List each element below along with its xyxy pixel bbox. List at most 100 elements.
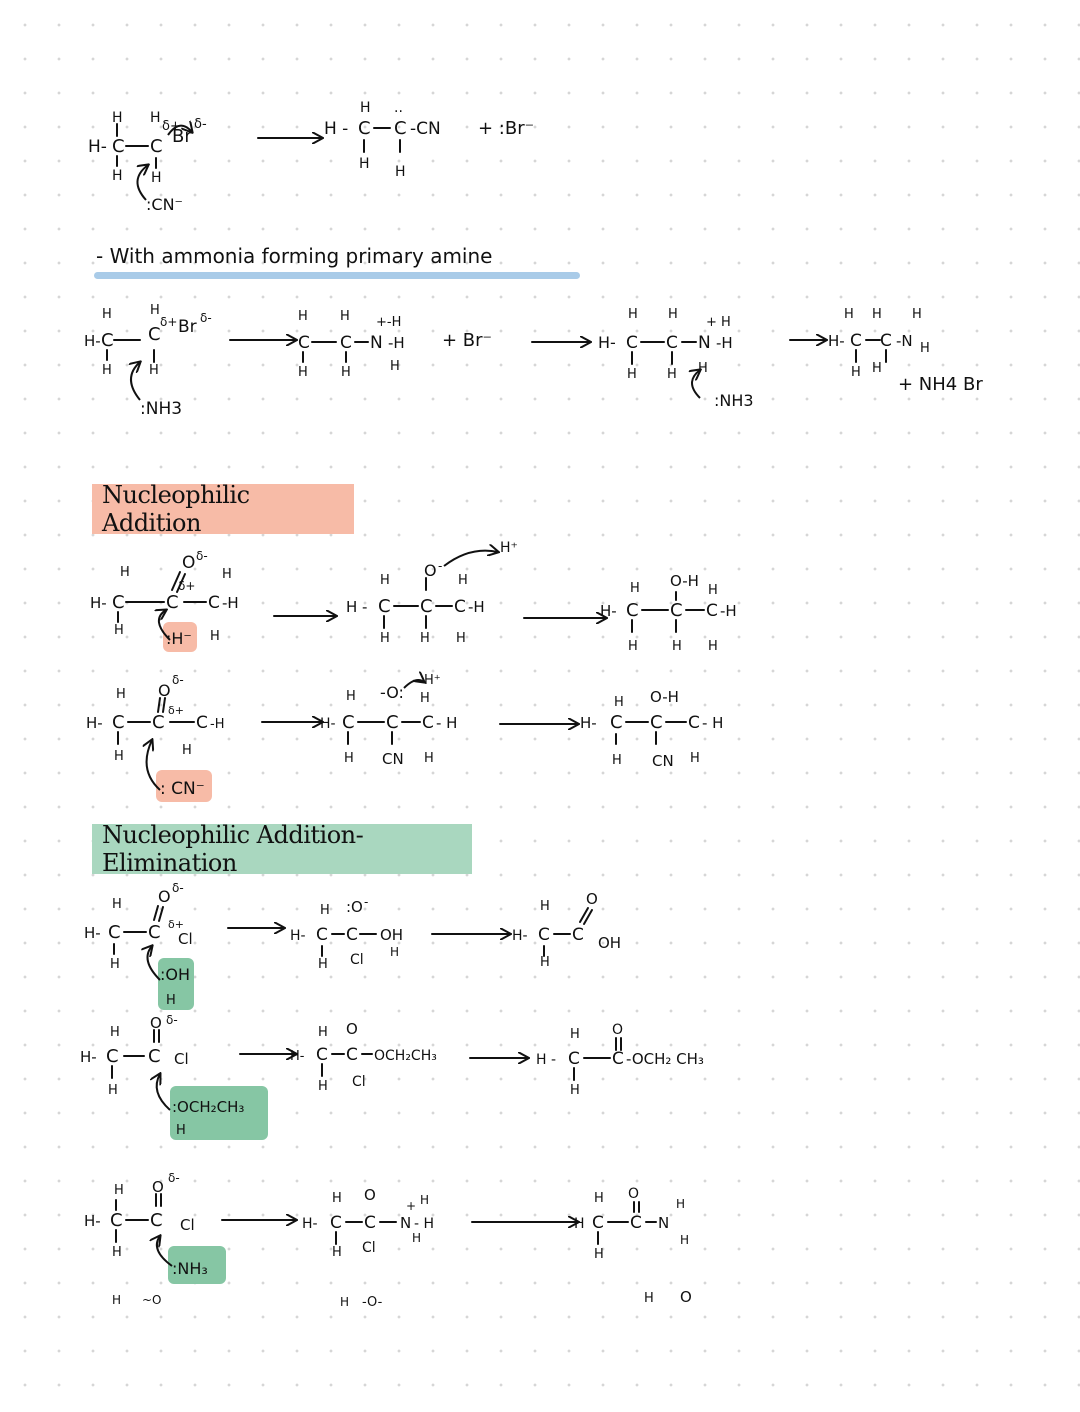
- svg-text:H: H: [676, 1197, 685, 1211]
- svg-text:H-: H-: [580, 714, 597, 732]
- reaction-elimination-ethoxide: H- H C H C O δ- Cl :OCH₂CH₃ H H- H C H C…: [80, 1013, 704, 1138]
- highlight-ethoxide: [170, 1086, 268, 1140]
- svg-text:C: C: [150, 1210, 163, 1231]
- svg-text:C: C: [612, 1049, 624, 1069]
- svg-text:-O-: -O-: [362, 1295, 383, 1310]
- svg-text:O: O: [152, 1178, 164, 1196]
- svg-text:C: C: [454, 597, 466, 617]
- svg-text:H: H: [612, 753, 622, 768]
- ethoxide-nucleophile: :OCH₂CH₃: [172, 1098, 244, 1116]
- svg-text:O: O: [586, 890, 598, 908]
- svg-text:-H: -H: [716, 334, 733, 352]
- svg-text:δ-: δ-: [194, 117, 207, 132]
- svg-text:H: H: [332, 1245, 342, 1260]
- heading-nucleophilic-addition-elimination: Nucleophilic Addition-Elimination: [92, 821, 472, 877]
- reaction-addition-cyanide: H- H C H C O δ- δ+ C -H H : CN⁻ H- H C H: [86, 673, 723, 799]
- svg-text:-: -: [364, 895, 368, 909]
- heading-nucleophilic-addition: Nucleophilic Addition: [92, 481, 354, 537]
- svg-text:~O: ~O: [142, 1293, 162, 1307]
- svg-text:C: C: [378, 596, 391, 617]
- svg-text:H: H: [851, 365, 861, 380]
- svg-text:Cl: Cl: [352, 1074, 366, 1090]
- svg-text:H: H: [594, 1191, 604, 1206]
- svg-text:H: H: [151, 170, 162, 186]
- svg-text:C: C: [650, 712, 663, 733]
- svg-text:- H: - H: [436, 714, 457, 732]
- svg-text:H: H: [424, 751, 434, 766]
- svg-text:O: O: [612, 1022, 623, 1038]
- svg-text:H: H: [628, 307, 638, 322]
- svg-text:-H: -H: [468, 598, 485, 616]
- svg-text:H-: H-: [80, 1048, 97, 1066]
- svg-text:H: H: [108, 1083, 118, 1098]
- svg-text:δ+: δ+: [160, 315, 177, 329]
- reaction-elimination-hydroxide: H- H C H C O δ- δ+ Cl :OH H H- H C H C :…: [84, 881, 621, 1008]
- svg-text:O: O: [680, 1288, 692, 1306]
- svg-text:Cl: Cl: [178, 930, 193, 948]
- reaction-elimination-ammonia: H- H C H C O δ- Cl :NH₃ H- H C H C O Cl: [84, 1171, 689, 1278]
- svg-text:H: H: [420, 1193, 429, 1207]
- svg-text::O: :O: [346, 898, 363, 916]
- svg-text:C: C: [112, 592, 125, 613]
- svg-text:C: C: [148, 324, 161, 345]
- svg-text:C: C: [670, 600, 683, 621]
- svg-text:C: C: [630, 1213, 642, 1233]
- svg-text:C: C: [880, 331, 892, 351]
- svg-text:H: H: [340, 1295, 349, 1309]
- svg-text:H: H: [112, 168, 123, 184]
- svg-text:C: C: [150, 136, 163, 157]
- svg-text:H: H: [182, 743, 192, 758]
- svg-text:H -: H -: [346, 598, 367, 616]
- svg-text:H: H: [628, 639, 638, 654]
- svg-text:H: H: [574, 1216, 585, 1232]
- svg-text:C: C: [386, 712, 399, 733]
- svg-text:H: H: [667, 367, 677, 382]
- svg-text:H: H: [320, 903, 330, 918]
- highlight-hydroxide: [158, 958, 194, 1010]
- svg-text:H: H: [344, 751, 354, 766]
- svg-text:C: C: [208, 593, 220, 613]
- svg-text:H: H: [120, 565, 130, 580]
- svg-text:H-: H-: [600, 602, 617, 620]
- reaction-ammonia-substitution: H- H C H H C δ+ Br δ- H :NH3 C H H C H H: [84, 303, 983, 419]
- svg-text:N: N: [698, 333, 711, 353]
- svg-text:C: C: [688, 713, 700, 733]
- svg-text:O: O: [158, 887, 171, 906]
- svg-text:- H: - H: [414, 1216, 434, 1232]
- svg-text:H: H: [872, 361, 882, 376]
- proton-label: H⁺: [500, 540, 518, 556]
- svg-text:C: C: [538, 925, 550, 945]
- svg-text:H: H: [844, 307, 854, 322]
- highlight-hydride: [163, 622, 197, 652]
- svg-text:H-: H-: [90, 594, 107, 612]
- svg-text:C: C: [112, 712, 125, 733]
- svg-text:H-: H-: [84, 332, 101, 350]
- svg-text:C: C: [364, 1213, 376, 1233]
- svg-text:N: N: [370, 333, 383, 353]
- svg-text:C: C: [166, 592, 179, 613]
- svg-text:C: C: [106, 1046, 119, 1067]
- svg-text:H: H: [690, 751, 700, 766]
- ammonia-nucleophile: :NH3: [140, 399, 182, 419]
- svg-text:H: H: [359, 156, 370, 172]
- svg-text:H: H: [668, 307, 678, 322]
- svg-text:C: C: [420, 596, 433, 617]
- svg-text:C: C: [610, 712, 623, 733]
- svg-text:H: H: [112, 1293, 121, 1307]
- svg-text:O: O: [158, 681, 171, 700]
- svg-text:H-: H-: [84, 1212, 101, 1230]
- svg-text:H: H: [102, 363, 112, 378]
- svg-text:H: H: [380, 631, 390, 646]
- svg-text:+: +: [406, 1199, 416, 1213]
- svg-text:δ-: δ-: [196, 549, 208, 563]
- svg-text:H: H: [318, 1079, 328, 1094]
- svg-text:H: H: [708, 583, 718, 598]
- svg-text:H-: H-: [86, 714, 103, 732]
- svg-text:C: C: [316, 925, 328, 945]
- svg-text:H: H: [149, 363, 159, 378]
- svg-text:H -: H -: [324, 119, 348, 139]
- svg-text:H: H: [698, 361, 708, 376]
- svg-text:O: O: [346, 1020, 358, 1038]
- svg-text:C: C: [346, 925, 358, 945]
